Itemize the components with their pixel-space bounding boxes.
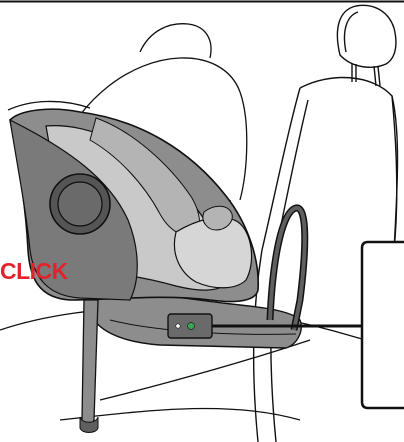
click-callout-text: CLICK bbox=[0, 260, 68, 283]
isofix-indicator-icon bbox=[188, 323, 195, 330]
headrest-outline bbox=[337, 5, 396, 86]
side-impact-pad-inner bbox=[58, 182, 102, 226]
support-leg bbox=[82, 300, 98, 425]
callout-box bbox=[362, 242, 404, 408]
isofix-button-icon bbox=[176, 324, 180, 328]
